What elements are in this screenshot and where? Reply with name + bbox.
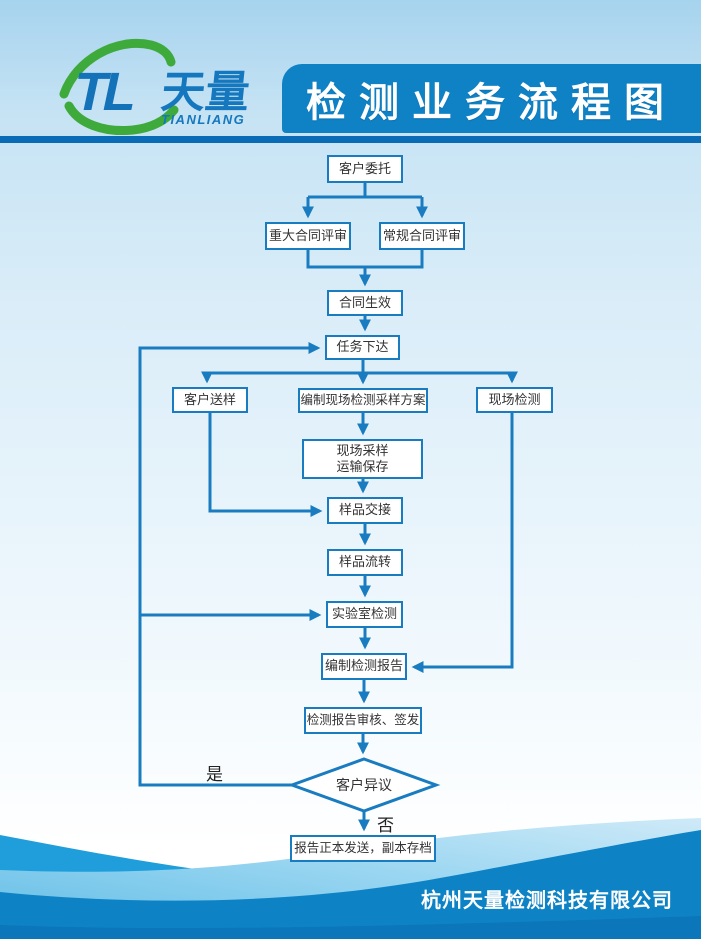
node-customer-sample: 客户送样 (172, 387, 248, 413)
logo-name-en: TIANLIANG (161, 112, 245, 127)
node-prepare-report: 编制检测报告 (321, 653, 407, 680)
company-logo-icon: TL 天量 TIANLIANG (59, 39, 252, 136)
page-title: 检测业务流程图 (306, 80, 677, 125)
node-major-contract-review: 重大合同评审 (265, 222, 351, 250)
node-sampling-plan: 编制现场检测采样方案 (298, 388, 428, 413)
node-lab-test: 实验室检测 (326, 601, 403, 628)
node-customer-entrust: 客户委托 (327, 155, 403, 183)
title-banner: 检测业务流程图 (282, 64, 701, 133)
logo-lower-arc-icon (64, 101, 179, 136)
node-contract-effective: 合同生效 (327, 290, 403, 316)
node-regular-contract-review: 常规合同评审 (379, 222, 465, 250)
node-task-assign: 任务下达 (325, 335, 400, 360)
feedback-loop-line (138, 342, 321, 787)
node-sample-circulation: 样品流转 (327, 549, 403, 576)
branch-label-yes: 是 (206, 765, 223, 784)
onsite-report-line (411, 413, 514, 673)
header-divider (0, 136, 701, 143)
wave-deep (0, 830, 701, 939)
logo-name-cn: 天量 (159, 68, 252, 117)
connector-lines (138, 183, 518, 832)
node-customer-objection: 客户异议 (336, 777, 392, 793)
node-onsite-sampling-line2: 运输保存 (336, 459, 389, 474)
node-onsite-sampling-line1: 现场采样 (336, 442, 389, 458)
company-name: 杭州天量检测科技有限公司 (421, 890, 673, 912)
decision-diamond (287, 757, 441, 813)
node-report-review-sign: 检测报告审核、签发 (304, 707, 422, 734)
footer-wave-graphic (0, 818, 701, 939)
wave-dark (0, 916, 701, 939)
node-onsite-sampling: 现场采样 运输保存 (302, 439, 423, 479)
branch-label-no: 否 (377, 816, 394, 835)
logo-upper-arc-icon (59, 39, 176, 99)
node-onsite-test: 现场检测 (476, 387, 553, 413)
node-final-report-archive: 报告正本发送，副本存档 (290, 835, 436, 862)
node-sample-handover: 样品交接 (327, 497, 403, 524)
